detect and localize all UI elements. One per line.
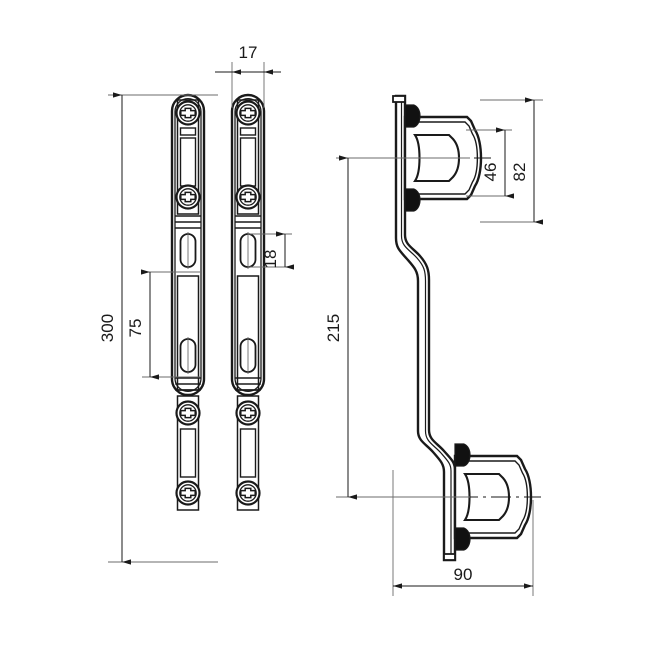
dimension-90-label: 90 (454, 565, 473, 584)
side-profile-view-group (373, 94, 543, 562)
dimension-75: 75 (126, 269, 200, 380)
dimension-90: 90 (392, 470, 534, 596)
dimension-215: 215 (324, 155, 470, 500)
dimension-82-label: 82 (510, 163, 529, 182)
rail-right (230, 93, 266, 512)
front-view-group (170, 93, 266, 512)
rail-left (170, 93, 206, 512)
bracket-top-cap (392, 95, 406, 103)
bracket-inner-edge (399, 98, 452, 557)
dimension-17: 17 (215, 43, 281, 108)
dimension-17-label: 17 (239, 43, 258, 62)
dimension-18-label: 18 (261, 250, 280, 269)
dimension-300: 300 (98, 92, 218, 565)
dimension-46-label: 46 (481, 163, 500, 182)
dimension-75-label: 75 (126, 319, 145, 338)
dimension-300-label: 300 (98, 314, 117, 342)
dimension-215-label: 215 (324, 314, 343, 342)
dimension-46: 46 (466, 127, 514, 199)
dimension-18: 18 (248, 231, 294, 270)
bracket-bottom-cap (443, 553, 456, 561)
dimension-82: 82 (480, 97, 543, 225)
